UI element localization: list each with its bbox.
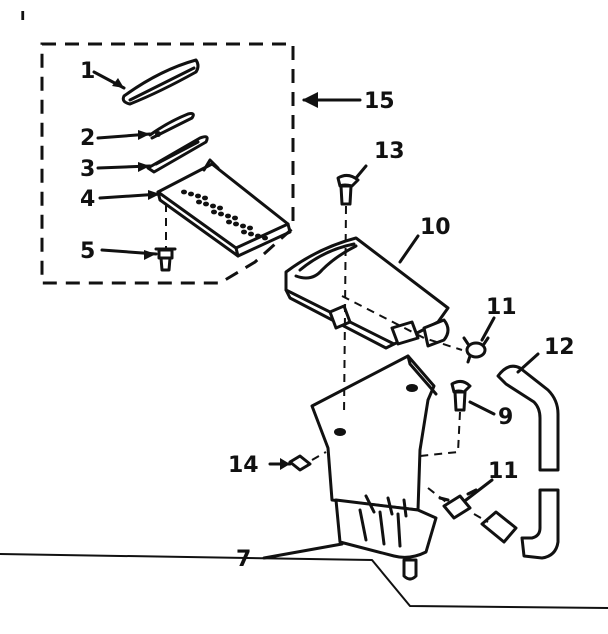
- screen-hole: [226, 219, 232, 225]
- callout-7: 7: [236, 547, 251, 572]
- screen-hole: [247, 225, 253, 231]
- part-13-screw: [336, 173, 360, 206]
- screen-hole: [225, 213, 231, 219]
- part-10-housing: [284, 236, 450, 350]
- callout-11-lower: 11: [488, 459, 519, 484]
- part-11-clamp-lower: [438, 488, 478, 520]
- callout-1: 1: [80, 59, 95, 84]
- part-2-spring-clip: [148, 112, 195, 140]
- corner-mark: ı: [20, 5, 25, 24]
- callout-9: 9: [498, 405, 513, 430]
- kit-box-outline: [40, 42, 295, 285]
- screen-hole: [210, 203, 216, 209]
- screen-hole: [241, 229, 247, 235]
- screen-hole: [248, 231, 254, 237]
- callout-3: 3: [80, 157, 95, 182]
- leader-lines: [92, 70, 540, 560]
- screen-hole: [196, 199, 202, 205]
- screen-hole: [211, 209, 217, 215]
- screen-hole: [217, 205, 223, 211]
- screen-hole: [203, 201, 209, 207]
- part-5-screw: [154, 247, 177, 272]
- base-line: [0, 553, 608, 609]
- part-7-bracket: [310, 354, 438, 581]
- callout-13: 13: [374, 139, 405, 164]
- screen-hole: [255, 233, 261, 239]
- part-11-clamp-upper: [462, 336, 490, 364]
- screen-hole: [195, 193, 201, 199]
- part-3-bracket: [146, 135, 209, 174]
- screen-hole: [240, 223, 246, 229]
- part-9-screw: [450, 379, 472, 412]
- part-1-lens: [121, 58, 200, 106]
- screen-hole: [188, 191, 194, 197]
- hose-stub: [480, 510, 518, 544]
- callout-12: 12: [544, 335, 575, 360]
- callout-15: 15: [364, 89, 395, 114]
- screen-hole: [262, 235, 268, 241]
- callout-14: 14: [228, 453, 259, 478]
- part-14-clip: [288, 454, 312, 472]
- screen-hole: [202, 195, 208, 201]
- part-12-hose: [496, 364, 560, 560]
- callout-5: 5: [80, 239, 95, 264]
- alignment-lines: [165, 204, 489, 523]
- screen-hole: [233, 221, 239, 227]
- callout-11-upper: 11: [486, 295, 517, 320]
- callout-10: 10: [420, 215, 451, 240]
- part-4-filter-screen: [156, 158, 292, 258]
- callout-4: 4: [80, 187, 95, 212]
- screen-hole: [218, 211, 224, 217]
- screen-hole: [232, 215, 238, 221]
- screen-hole: [181, 189, 187, 195]
- callout-2: 2: [80, 126, 95, 151]
- pointer-arrows: [112, 78, 362, 470]
